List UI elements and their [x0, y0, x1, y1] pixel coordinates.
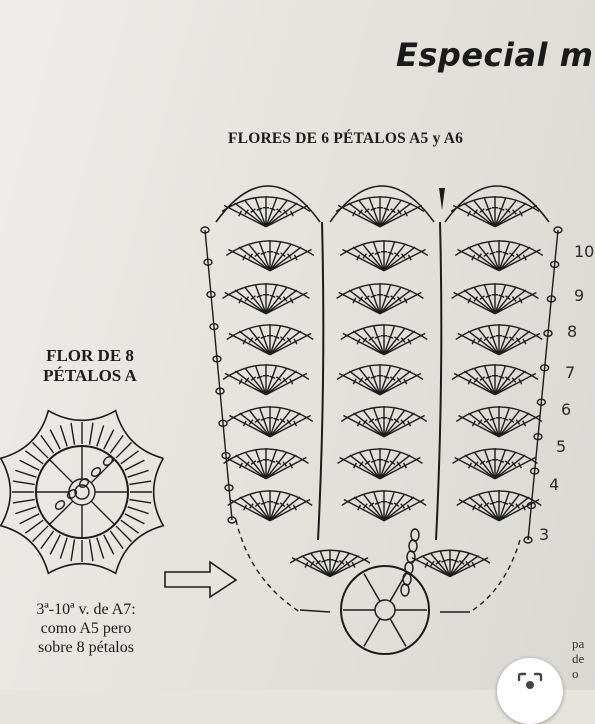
- flower8-note-line1: 3ª-10ª v. de A7:: [36, 601, 136, 618]
- corner-text-line2: de: [572, 651, 585, 666]
- flower8-note-line2: como A5 pero: [40, 620, 132, 637]
- flower8-title: FLOR DE 8 PÉTALOS A: [10, 346, 170, 386]
- row-number-9: 9: [574, 286, 585, 305]
- corner-text-line3: o: [572, 666, 579, 681]
- crochet-diagram: [0, 185, 563, 655]
- row-number-10: 10: [574, 242, 595, 261]
- row-number-4: 4: [549, 475, 560, 494]
- row-number-8: 8: [567, 322, 578, 341]
- start-marker: [439, 188, 445, 210]
- flower8-title-line1: FLOR DE 8: [46, 346, 134, 365]
- flower8-note-line3: sobre 8 pétalos: [38, 639, 134, 656]
- row-number-7: 7: [565, 363, 576, 382]
- flower8-diagram: [0, 409, 165, 575]
- diagram-title: FLORES DE 6 PÉTALOS A5 y A6: [228, 130, 464, 147]
- flower8-title-line2: PÉTALOS A: [43, 366, 137, 385]
- row-number-3: 3: [539, 525, 550, 544]
- lens-search-icon: [517, 672, 543, 689]
- magazine-header-title: Especial m: [396, 36, 594, 74]
- corner-text: pa de o: [572, 636, 595, 681]
- row-number-5: 5: [556, 437, 567, 456]
- corner-text-line1: pa: [572, 636, 585, 651]
- petal-chart: [200, 185, 563, 613]
- lens-search-button[interactable]: [497, 658, 563, 724]
- arrow-right-icon: [164, 560, 238, 599]
- flower8-note: 3ª-10ª v. de A7: como A5 pero sobre 8 pé…: [6, 600, 166, 657]
- flower6-center-ring: [340, 528, 430, 655]
- row-number-6: 6: [561, 400, 572, 419]
